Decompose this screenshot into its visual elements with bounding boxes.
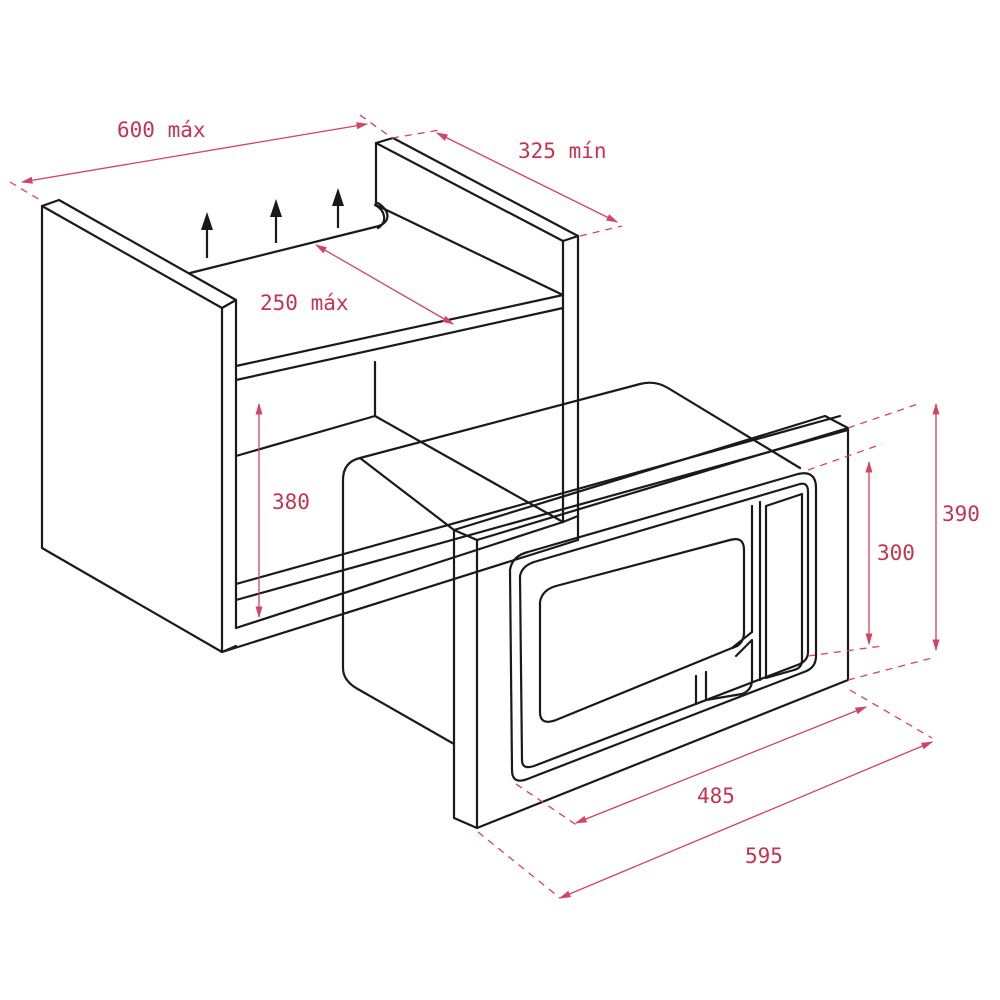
label-appliance-height: 300 xyxy=(877,541,915,565)
dim-250 xyxy=(314,244,455,325)
label-frame-width: 595 xyxy=(745,844,783,868)
cabinet-shelf xyxy=(234,293,565,368)
dimension-lines xyxy=(9,114,940,899)
cabinet xyxy=(40,136,850,654)
label-frame-height: 390 xyxy=(942,502,980,526)
up-arrow-icon xyxy=(332,188,344,228)
dim-325 xyxy=(435,132,619,223)
cabinet-rear-top-edge xyxy=(188,225,377,275)
microwave-window xyxy=(538,538,746,723)
label-appliance-width: 485 xyxy=(697,784,735,808)
label-rear-opening: 250 máx xyxy=(260,291,349,315)
up-arrow-icon xyxy=(270,199,282,243)
label-niche-height: 380 xyxy=(272,490,310,514)
ventilation-arrows xyxy=(201,188,344,258)
microwave-body xyxy=(341,381,802,482)
label-cabinet-depth: 325 mín xyxy=(518,139,607,163)
microwave-door-outer xyxy=(508,472,818,782)
up-arrow-icon xyxy=(201,212,213,258)
dim-600 xyxy=(20,122,369,184)
microwave-frame xyxy=(452,414,850,830)
dim-595 xyxy=(558,741,934,899)
label-cabinet-width: 600 máx xyxy=(117,118,206,142)
microwave-control-panel xyxy=(764,492,804,680)
microwave xyxy=(341,381,850,830)
cabinet-left-panel xyxy=(40,204,224,654)
